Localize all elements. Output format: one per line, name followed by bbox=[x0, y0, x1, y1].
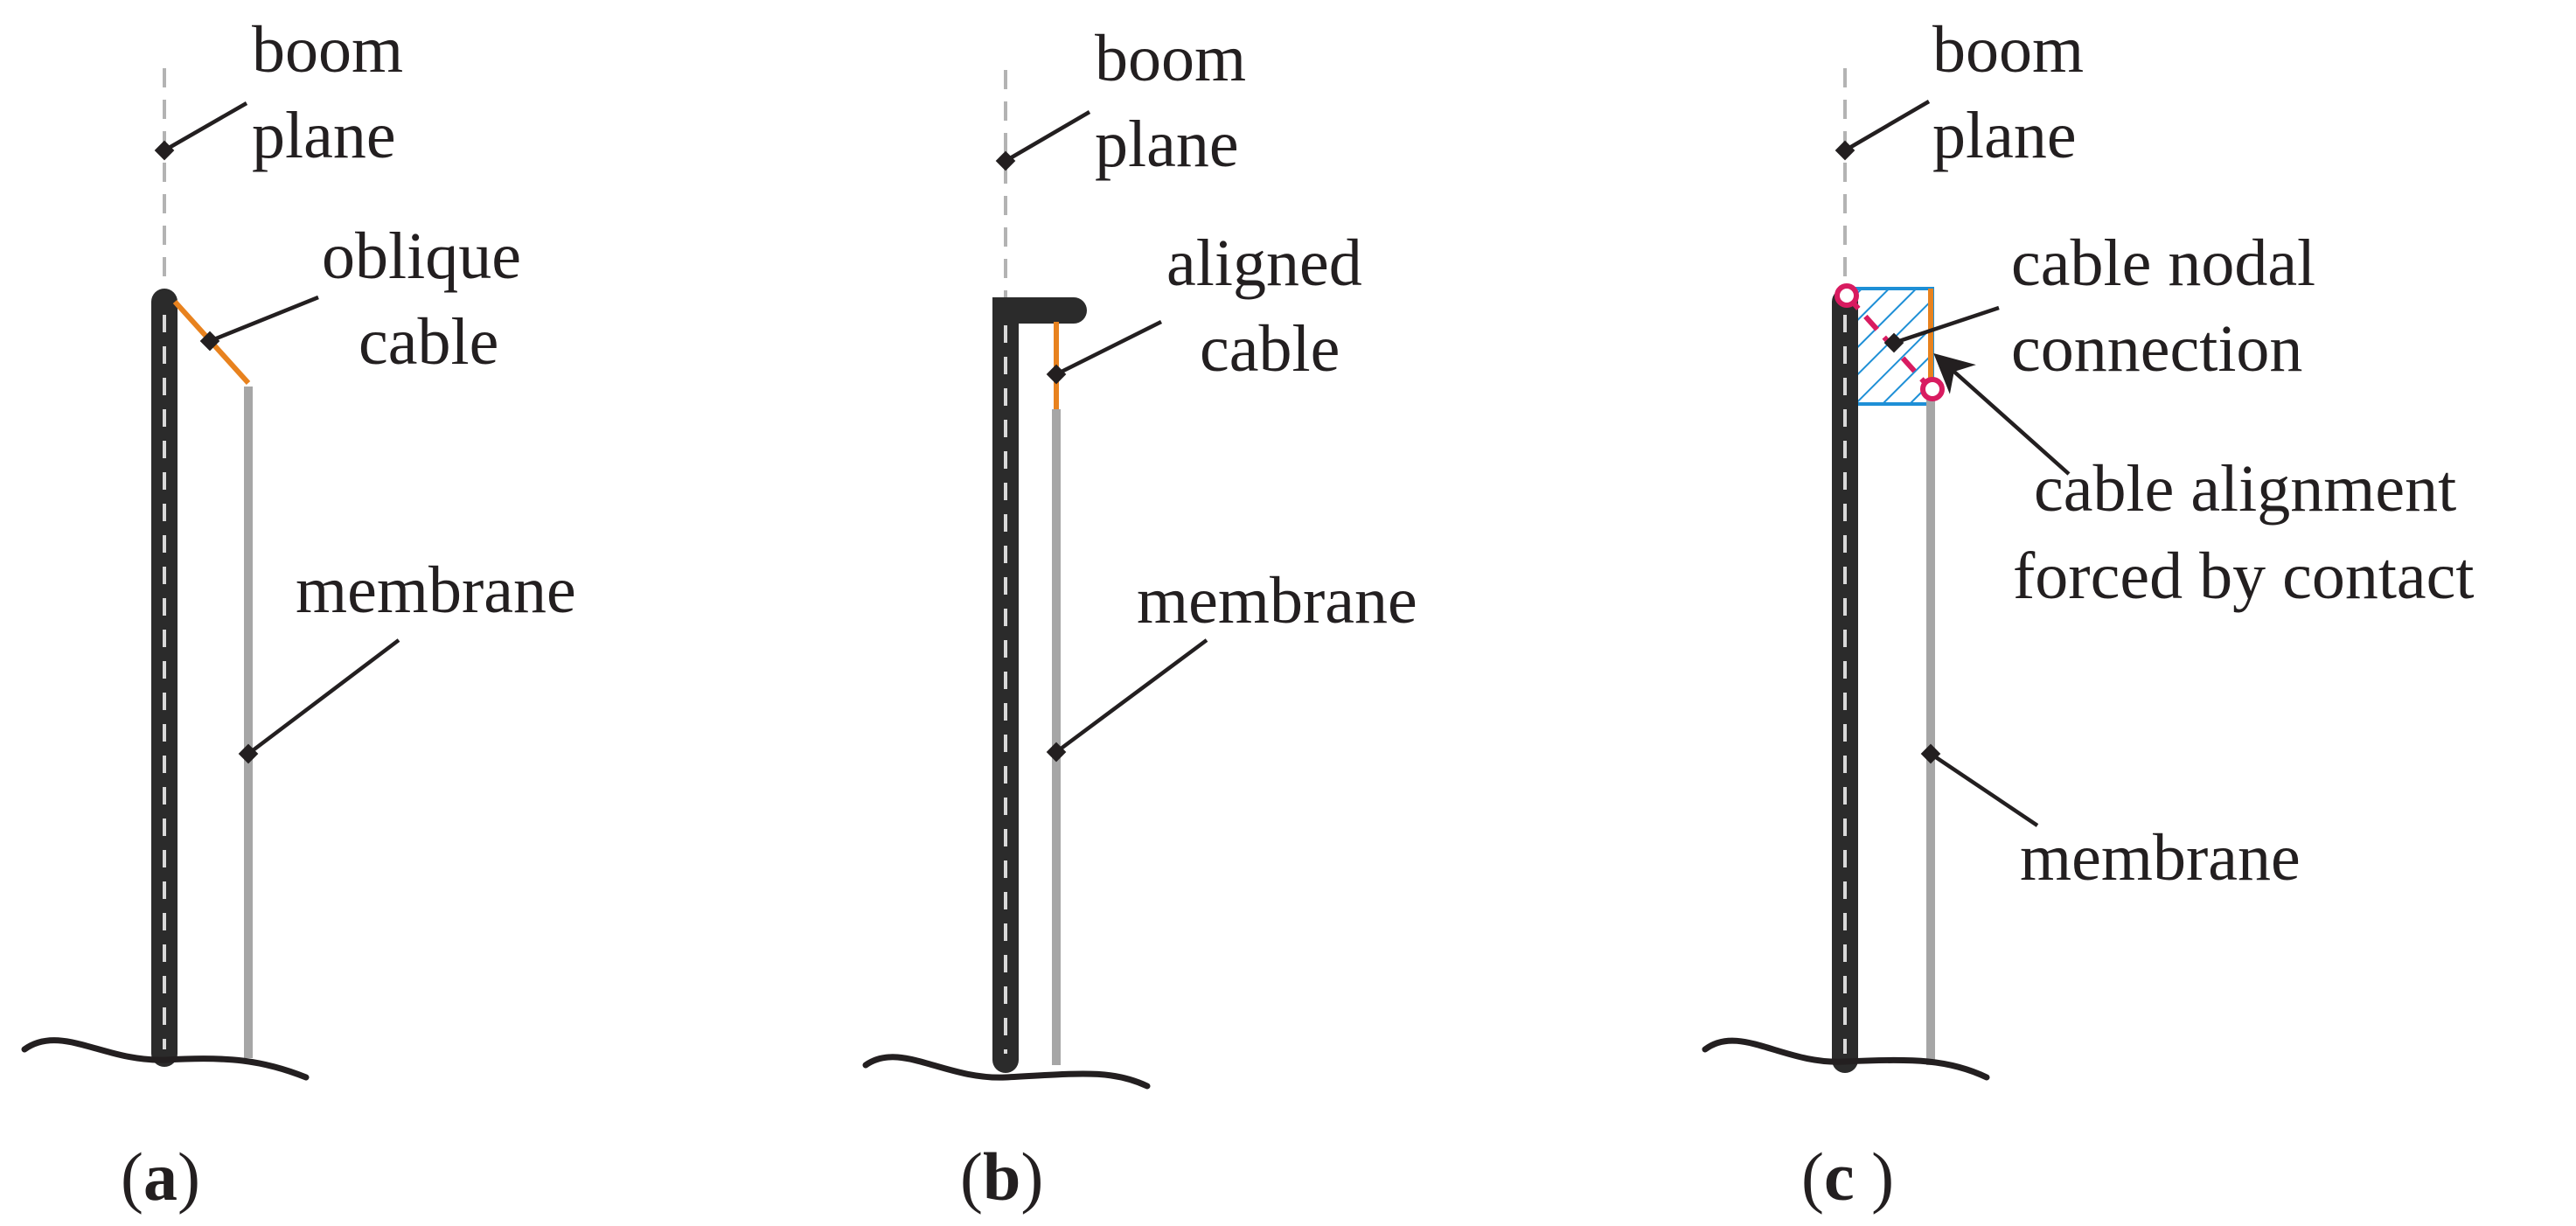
nodal-connection-label-line1: cable nodal bbox=[2011, 226, 2315, 300]
membrane-leader bbox=[238, 638, 400, 764]
nodal-connection-leader bbox=[1883, 305, 2000, 353]
boom-plane-label-line2: plane bbox=[1932, 99, 2077, 172]
alignment-arrow bbox=[1933, 353, 2071, 476]
boom bbox=[992, 297, 1087, 1073]
membrane-leader bbox=[1046, 638, 1208, 763]
boom-plane-label-line2: plane bbox=[1095, 108, 1239, 181]
oblique-cable-label-line1: oblique bbox=[322, 219, 521, 293]
alignment-label-line2: forced by contact bbox=[2013, 540, 2475, 613]
aligned-cable-label-line1: aligned bbox=[1166, 226, 1362, 300]
ground-line bbox=[862, 1054, 1151, 1090]
panel-b-caption: (b) bbox=[960, 1139, 1043, 1215]
aligned-cable-label-line2: cable bbox=[1200, 312, 1340, 386]
boom-plane-leader bbox=[995, 110, 1091, 171]
membrane-label: membrane bbox=[2020, 821, 2301, 895]
membrane-label: membrane bbox=[1137, 564, 1417, 637]
boom-plane-label-line1: boom bbox=[1095, 22, 1246, 95]
membrane-leader bbox=[1920, 743, 2039, 827]
membrane-label: membrane bbox=[296, 554, 576, 627]
panel-c-caption: (c ) bbox=[1801, 1139, 1894, 1215]
nodal-connection-label-line2: connection bbox=[2011, 312, 2302, 386]
nodal-connection-membrane-node bbox=[1920, 377, 1945, 401]
cable-leader bbox=[199, 295, 319, 352]
panel-b: boom plane aligned cable membrane (b) bbox=[862, 22, 1417, 1215]
boom-plane-label-line2: plane bbox=[252, 99, 396, 172]
boom-plane-label-line1: boom bbox=[1932, 13, 2084, 87]
cable-leader bbox=[1046, 319, 1163, 385]
boom-plane-leader bbox=[154, 101, 248, 161]
nodal-connection-boom-node bbox=[1835, 283, 1859, 308]
panel-a-caption: (a) bbox=[121, 1139, 200, 1215]
boom-plane-leader bbox=[1835, 100, 1931, 161]
boom-plane-label-line1: boom bbox=[252, 13, 403, 87]
alignment-label-line1: cable alignment bbox=[2034, 452, 2456, 526]
panel-c: boom plane cable nodal connection cable … bbox=[1702, 13, 2475, 1215]
ground-line bbox=[21, 1037, 310, 1081]
ground-line bbox=[1702, 1037, 1990, 1081]
panel-a: boom plane oblique cable membrane (a) bbox=[21, 13, 576, 1215]
oblique-cable-label-line2: cable bbox=[359, 305, 498, 379]
